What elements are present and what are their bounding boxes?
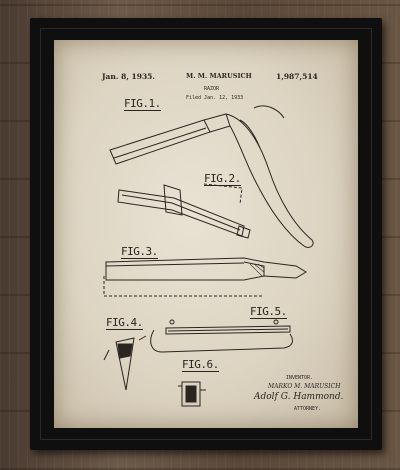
fig-5-label: FIG.5.: [250, 305, 287, 319]
patent-drawing: [103, 105, 314, 407]
patent-date: Jan. 8, 1935.: [102, 72, 156, 81]
inventor-signature: MARKO M. MARUSICH: [268, 383, 341, 390]
fig-1-razor-drawing: [109, 105, 314, 248]
attorney-label: ATTORNEY.: [294, 406, 322, 412]
fig-3-label: FIG.3.: [121, 245, 158, 259]
fig-6-razor-drawing: [178, 381, 206, 407]
patent-title: RAZOR: [204, 86, 220, 92]
fig-4-razor-drawing: [103, 335, 147, 391]
patent-inventor-header: M. M. MARUSICH: [186, 72, 252, 80]
fig-2-razor-drawing: [117, 183, 251, 239]
fig-2-label: FIG.2.: [204, 172, 241, 186]
fig-5-razor-drawing: [150, 319, 293, 353]
patent-number: 1,987,514: [276, 72, 318, 81]
fig-1-label: FIG.1.: [124, 97, 161, 111]
fig-6-label: FIG.6.: [182, 358, 219, 372]
fig-3-razor-drawing: [103, 257, 307, 297]
attorney-signature: Adolf G. Hammond.: [254, 392, 344, 402]
inventor-label: INVENTOR.: [286, 375, 314, 381]
patent-filed-date: Filed Jan. 12, 1933: [186, 95, 244, 101]
fig-4-label: FIG.4.: [106, 316, 143, 330]
frame-inner-edge: [40, 28, 372, 440]
patent-print: Jan. 8, 1935. M. M. MARUSICH 1,987,514 R…: [54, 40, 358, 428]
